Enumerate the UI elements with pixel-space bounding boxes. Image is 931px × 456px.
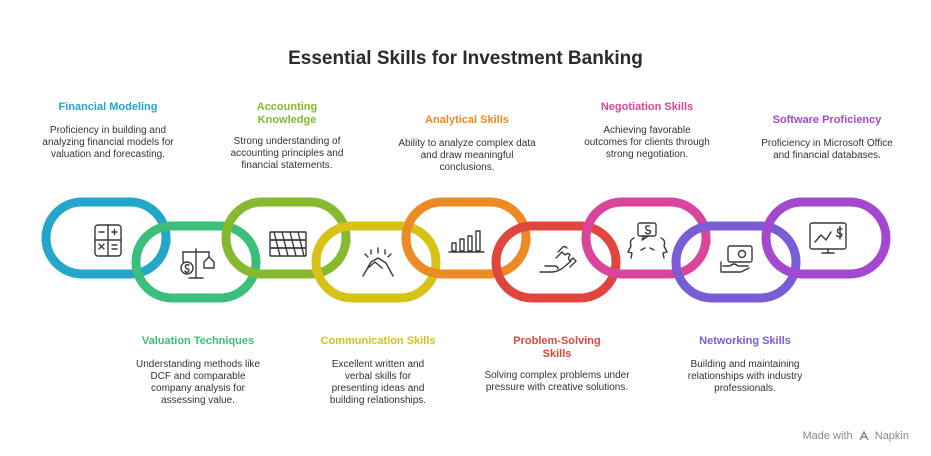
skill-description: Solving complex problems under pressure …	[484, 370, 630, 393]
skill-block-financial-modeling: Financial Modeling Proficiency in buildi…	[33, 101, 183, 161]
made-with-label: Made with	[802, 430, 853, 443]
diagram-title: Essential Skills for Investment Banking	[288, 48, 643, 69]
monitor-dollar-icon	[809, 222, 847, 254]
bar-chart-icon	[448, 230, 485, 253]
money-stack-icon	[269, 231, 307, 257]
skill-block-problem-solving-skills: Problem-Solving Skills Solving complex p…	[482, 335, 632, 394]
negotiation-icon	[627, 222, 668, 259]
skill-description: Understanding methods like DCF and compa…	[136, 359, 260, 406]
chain-link-valuation-techniques	[131, 221, 261, 303]
skill-title: Software Proficiency	[772, 114, 882, 126]
skill-description: Achieving favorable outcomes for clients…	[584, 125, 710, 160]
skill-title: Accounting Knowledge	[256, 101, 318, 126]
skill-description: Building and maintaining relationships w…	[687, 359, 803, 394]
chain-link-software-proficiency	[761, 197, 891, 279]
skill-title: Analytical Skills	[425, 114, 509, 126]
skill-description: Strong understanding of accounting princ…	[230, 136, 344, 171]
brand-name: Napkin	[874, 430, 909, 443]
skill-title: Networking Skills	[699, 335, 791, 347]
skill-block-accounting-knowledge: Accounting Knowledge Strong understandin…	[212, 101, 362, 172]
napkin-logo-icon	[859, 430, 869, 441]
skill-description: Excellent written and verbal skills for …	[329, 359, 427, 406]
skill-block-networking-skills: Networking Skills Building and maintaini…	[670, 335, 820, 395]
skill-title: Problem-Solving Skills	[513, 335, 601, 360]
skill-block-valuation-techniques: Valuation Techniques Understanding metho…	[123, 335, 273, 407]
calculator-icon	[94, 224, 122, 257]
chain-link-communication-skills	[311, 221, 441, 303]
skill-block-communication-skills: Communication Skills Excellent written a…	[303, 335, 453, 407]
footer-attribution: Made with Napkin	[802, 430, 909, 442]
skill-block-negotiation-skills: Negotiation Skills Achieving favorable o…	[572, 101, 722, 161]
puzzle-hand-icon	[539, 245, 577, 273]
skill-title: Financial Modeling	[58, 101, 158, 113]
skill-title: Valuation Techniques	[141, 335, 255, 347]
skill-title: Negotiation Skills	[600, 101, 694, 113]
skill-description: Proficiency in building and analyzing fi…	[42, 125, 174, 160]
chain-link-networking-skills	[671, 221, 801, 303]
skill-title: Communication Skills	[320, 335, 436, 347]
handshake-icon	[362, 247, 394, 277]
skill-block-analytical-skills: Analytical Skills Ability to analyze com…	[392, 114, 542, 174]
contact-card-icon	[720, 245, 753, 273]
skill-description: Ability to analyze complex data and draw…	[398, 138, 536, 173]
chain-link-problem-solving-skills	[491, 221, 621, 303]
skill-block-software-proficiency: Software Proficiency Proficiency in Micr…	[752, 114, 902, 162]
scale-icon	[180, 248, 215, 279]
skill-description: Proficiency in Microsoft Office and fina…	[761, 138, 893, 161]
